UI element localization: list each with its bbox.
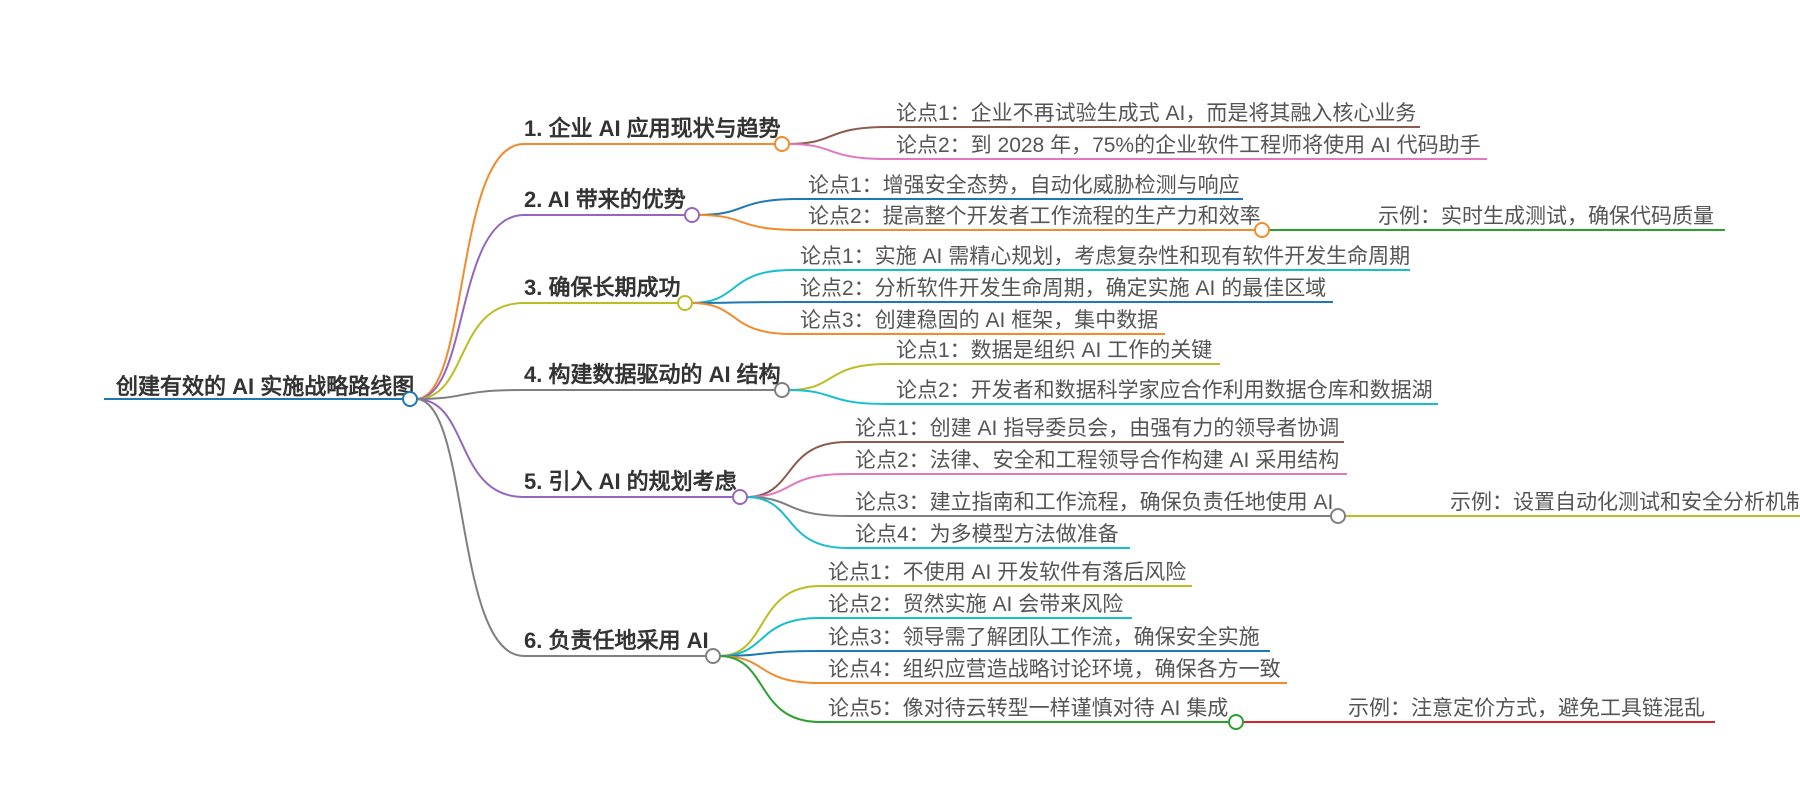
example-label: 示例：实时生成测试，确保代码质量 <box>1378 205 1714 228</box>
leaf-node[interactable]: 论点4：组织应营造战略讨论环境，确保各方一致 <box>820 658 1287 684</box>
leaf-node[interactable]: 论点1：增强安全态势，自动化威胁检测与响应 <box>800 174 1243 200</box>
leaf-collapse-toggle[interactable] <box>1254 222 1270 238</box>
leaf-label: 论点2：开发者和数据科学家应合作利用数据仓库和数据湖 <box>896 379 1433 402</box>
connector-line <box>415 398 525 657</box>
branch-collapse-toggle[interactable] <box>684 207 700 223</box>
connector-line <box>690 269 793 304</box>
connector-line <box>415 398 525 498</box>
leaf-label: 论点1：企业不再试验生成式 AI，而是将其融入核心业务 <box>896 102 1416 125</box>
connector-line <box>787 363 889 391</box>
connector-line <box>718 585 821 657</box>
branch-node-5[interactable]: 5. 引入 AI 的规划考虑 <box>524 469 748 505</box>
branch-collapse-toggle[interactable] <box>732 489 748 505</box>
leaf-node[interactable]: 论点4：为多模型方法做准备 <box>847 523 1130 549</box>
connector-line <box>787 143 889 160</box>
leaf-node[interactable]: 论点3：领导需了解团队工作流，确保安全实施 <box>820 626 1270 652</box>
example-label: 示例：设置自动化测试和安全分析机制 <box>1450 491 1800 514</box>
connector-line <box>697 198 801 216</box>
branch-node-6[interactable]: 6. 负责任地采用 AI <box>524 628 721 664</box>
connector-layer <box>415 126 889 723</box>
leaf-node[interactable]: 论点2：法律、安全和工程领导合作构建 AI 采用结构 <box>847 449 1347 475</box>
branch-collapse-toggle[interactable] <box>677 295 693 311</box>
branch-label: 3. 确保长期成功 <box>524 275 680 300</box>
leaf-label: 论点1：不使用 AI 开发软件有落后风险 <box>828 561 1186 584</box>
example-node[interactable]: 示例：设置自动化测试和安全分析机制 <box>1345 491 1800 517</box>
leaf-label: 论点4：组织应营造战略讨论环境，确保各方一致 <box>828 658 1281 681</box>
branch-label: 6. 负责任地采用 AI <box>524 628 709 653</box>
leaf-node[interactable]: 论点3：创建稳固的 AI 框架，集中数据 <box>792 309 1165 335</box>
leaf-label: 论点3：创建稳固的 AI 框架，集中数据 <box>800 309 1158 332</box>
leaf-label: 论点1：实施 AI 需精心规划，考虑复杂性和现有软件开发生命周期 <box>800 245 1410 268</box>
leaf-label: 论点3：领导需了解团队工作流，确保安全实施 <box>828 626 1260 649</box>
branch-node-3[interactable]: 3. 确保长期成功 <box>524 275 693 311</box>
root-label: 创建有效的 AI 实施战略路线图 <box>115 374 414 399</box>
connector-line <box>415 214 525 400</box>
branch-node-4[interactable]: 4. 构建数据驱动的 AI 结构 <box>524 362 790 398</box>
leaf-node[interactable]: 论点1：企业不再试验生成式 AI，而是将其融入核心业务 <box>888 102 1420 128</box>
branch-collapse-toggle[interactable] <box>774 382 790 398</box>
leaf-node[interactable]: 论点2：提高整个开发者工作流程的生产力和效率 <box>800 205 1270 238</box>
branch-label: 1. 企业 AI 应用现状与趋势 <box>524 116 781 141</box>
leaf-label: 论点1：创建 AI 指导委员会，由强有力的领导者协调 <box>855 417 1339 440</box>
leaf-node[interactable]: 论点1：实施 AI 需精心规划，考虑复杂性和现有软件开发生命周期 <box>792 245 1410 271</box>
connector-line <box>415 389 525 400</box>
connector-line <box>415 143 525 400</box>
leaf-label: 论点1：增强安全态势，自动化威胁检测与响应 <box>808 174 1240 197</box>
branch-label: 4. 构建数据驱动的 AI 结构 <box>524 362 781 387</box>
leaf-node[interactable]: 论点1：创建 AI 指导委员会，由强有力的领导者协调 <box>847 417 1344 443</box>
leaf-label: 论点3：建立指南和工作流程，确保负责任地使用 AI <box>855 491 1333 514</box>
leaf-node[interactable]: 论点1：不使用 AI 开发软件有落后风险 <box>820 561 1192 587</box>
example-label: 示例：注意定价方式，避免工具链混乱 <box>1348 697 1705 720</box>
root-node[interactable]: 创建有效的 AI 实施战略路线图 <box>104 374 418 407</box>
leaf-node[interactable]: 论点2：分析软件开发生命周期，确定实施 AI 的最佳区域 <box>792 277 1333 303</box>
connector-line <box>745 496 848 549</box>
leaf-label: 论点5：像对待云转型一样谨慎对待 AI 集成 <box>828 697 1228 720</box>
example-node[interactable]: 示例：实时生成测试，确保代码质量 <box>1269 205 1725 231</box>
node-layer: 创建有效的 AI 实施战略路线图 1. 企业 AI 应用现状与趋势 论点1：企业不… <box>104 102 1800 730</box>
branch-collapse-toggle[interactable] <box>705 648 721 664</box>
connector-line <box>415 302 525 400</box>
leaf-collapse-toggle[interactable] <box>1228 714 1244 730</box>
root-collapse-toggle[interactable] <box>402 391 418 407</box>
leaf-node[interactable]: 论点2：贸然实施 AI 会带来风险 <box>820 593 1132 619</box>
branch-node-2[interactable]: 2. AI 带来的优势 <box>524 187 700 223</box>
branch-label: 2. AI 带来的优势 <box>524 187 686 212</box>
leaf-label: 论点2：法律、安全和工程领导合作构建 AI 采用结构 <box>855 449 1339 472</box>
connector-line <box>718 655 821 684</box>
connector-line <box>787 389 889 405</box>
leaf-label: 论点2：贸然实施 AI 会带来风险 <box>828 593 1123 616</box>
connector-line <box>745 441 848 498</box>
leaf-node[interactable]: 论点2：开发者和数据科学家应合作利用数据仓库和数据湖 <box>888 379 1438 405</box>
leaf-collapse-toggle[interactable] <box>1330 508 1346 524</box>
connector-line <box>718 617 821 657</box>
connector-line <box>718 655 821 723</box>
leaf-node[interactable]: 论点1：数据是组织 AI 工作的关键 <box>888 339 1220 365</box>
leaf-label: 论点4：为多模型方法做准备 <box>855 523 1119 546</box>
branch-node-1[interactable]: 1. 企业 AI 应用现状与趋势 <box>524 116 790 152</box>
connector-line <box>787 126 889 145</box>
branch-label: 5. 引入 AI 的规划考虑 <box>524 469 737 494</box>
leaf-node[interactable]: 论点2：到 2028 年，75%的企业软件工程师将使用 AI 代码助手 <box>888 134 1487 160</box>
connector-line <box>690 301 793 304</box>
branch-collapse-toggle[interactable] <box>774 136 790 152</box>
leaf-label: 论点2：到 2028 年，75%的企业软件工程师将使用 AI 代码助手 <box>896 134 1481 157</box>
leaf-node[interactable]: 论点3：建立指南和工作流程，确保负责任地使用 AI <box>847 491 1346 524</box>
connector-line <box>690 302 793 335</box>
leaf-node[interactable]: 论点5：像对待云转型一样谨慎对待 AI 集成 <box>820 697 1244 730</box>
connector-line <box>718 650 821 657</box>
connector-line <box>745 473 848 498</box>
leaf-label: 论点1：数据是组织 AI 工作的关键 <box>896 339 1212 362</box>
leaf-label: 论点2：提高整个开发者工作流程的生产力和效率 <box>808 205 1261 228</box>
leaf-label: 论点2：分析软件开发生命周期，确定实施 AI 的最佳区域 <box>800 277 1326 300</box>
connector-line <box>697 214 801 231</box>
example-node[interactable]: 示例：注意定价方式，避免工具链混乱 <box>1243 697 1715 723</box>
